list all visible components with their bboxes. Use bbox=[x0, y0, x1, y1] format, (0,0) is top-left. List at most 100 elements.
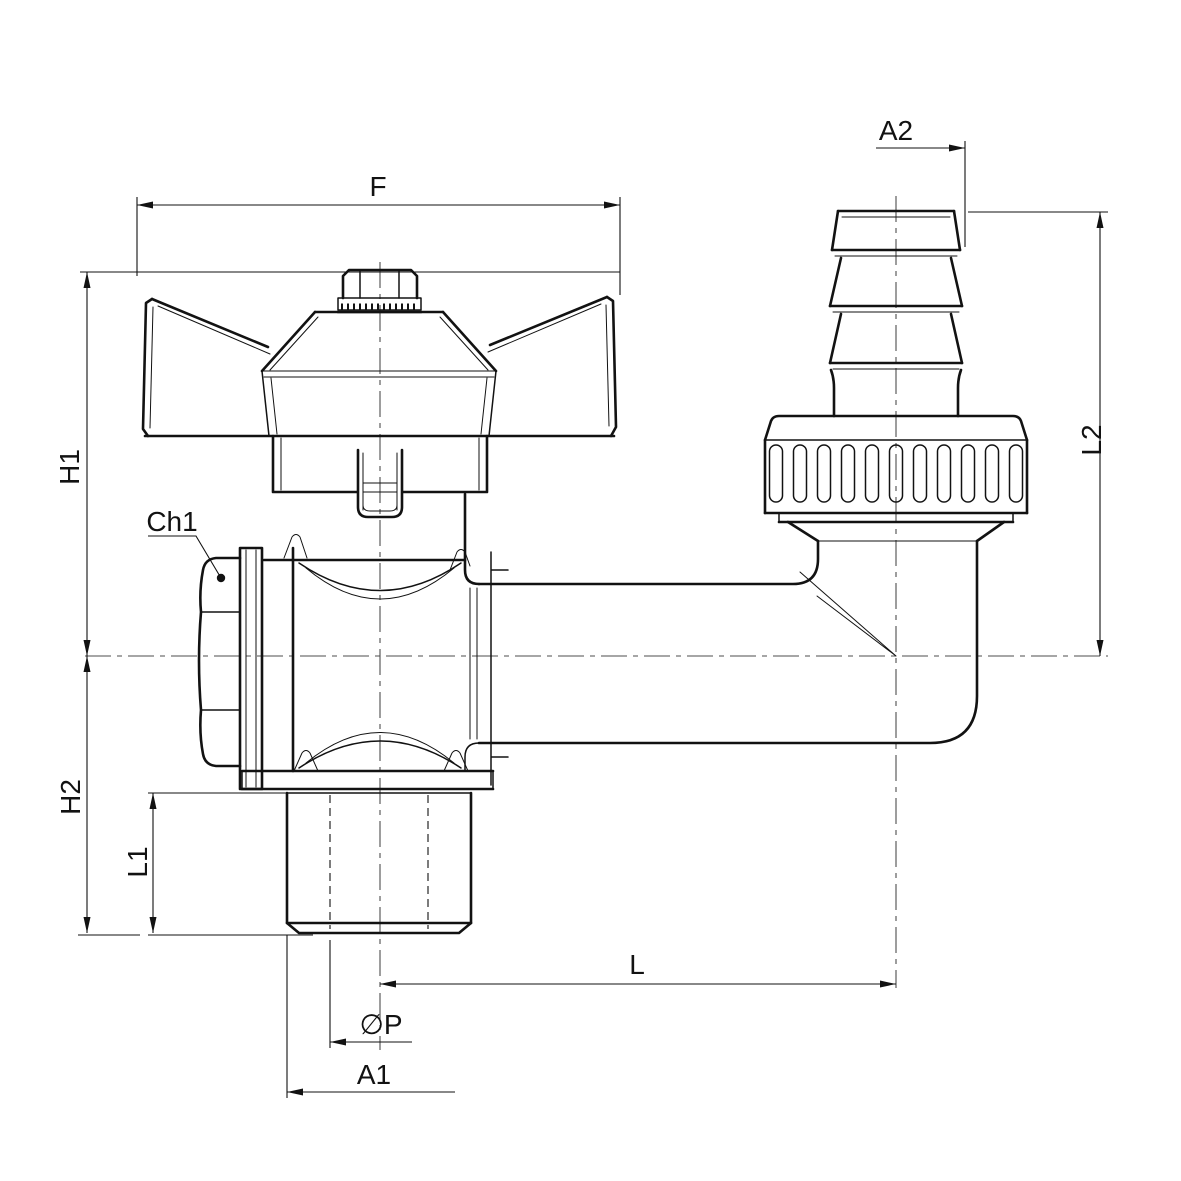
dim-ch1-leader-dot bbox=[216, 573, 226, 583]
dim-label-l1: L1 bbox=[122, 846, 153, 877]
knurl-slot bbox=[768, 444, 784, 503]
dim-a2: A2 bbox=[876, 115, 966, 247]
handle-boss-band-lines bbox=[261, 370, 497, 378]
body-corner-lug-top-left bbox=[283, 534, 308, 559]
stem-pocket bbox=[356, 448, 404, 519]
nut-body-sides bbox=[763, 438, 1029, 515]
dim-l2-arrow-bottom bbox=[1096, 640, 1104, 656]
body-lower-arc-inner bbox=[305, 732, 455, 764]
dim-l-arrow-right bbox=[880, 980, 896, 988]
dim-label-a2: A2 bbox=[879, 115, 913, 146]
hex-cap-facet-lines bbox=[200, 611, 241, 711]
stem-nut-facet-lines bbox=[359, 270, 400, 299]
tailpiece-taper bbox=[786, 520, 1006, 543]
dim-label-h1: H1 bbox=[54, 449, 85, 485]
elbow-bore-cone-lines bbox=[799, 571, 897, 657]
dim-h1: H1 bbox=[54, 271, 620, 656]
knurl-slot bbox=[792, 444, 808, 503]
handle-skirt-inner-lines bbox=[280, 437, 480, 491]
nut-knurl-slots bbox=[768, 444, 1024, 503]
handle-boss-lower-sides bbox=[261, 370, 497, 437]
dim-ch1: Ch1 bbox=[146, 506, 226, 583]
knurl-slot bbox=[960, 444, 976, 503]
pipe-collar-lines bbox=[490, 551, 509, 786]
dim-l-arrow-left bbox=[380, 980, 396, 988]
hex-cap-ring-plate bbox=[238, 546, 264, 791]
hose-barb bbox=[828, 209, 964, 418]
body-right-edge bbox=[463, 492, 481, 586]
dim-l2: L2 bbox=[968, 211, 1108, 656]
dim-label-l2: L2 bbox=[1076, 424, 1107, 455]
stem-washer-outline bbox=[337, 297, 422, 311]
dim-f-arrow-left bbox=[137, 201, 153, 209]
butterfly-handle bbox=[141, 295, 618, 494]
barb-ring1-sides bbox=[830, 209, 962, 252]
nut-washer-sides bbox=[778, 512, 1014, 523]
barb-ring2-sides bbox=[828, 256, 964, 308]
left-wing-tip bbox=[141, 297, 154, 438]
dim-ch1-leader bbox=[148, 535, 222, 579]
dim-f-extension-lines bbox=[136, 197, 621, 295]
dim-h2-arrow-top bbox=[83, 656, 91, 672]
dim-a1-arrow bbox=[287, 1088, 303, 1096]
dim-f: F bbox=[136, 171, 621, 295]
dim-label-a1: A1 bbox=[357, 1059, 391, 1090]
right-wing-top-edge bbox=[488, 295, 609, 347]
dim-label-f: F bbox=[369, 171, 386, 202]
male-thread bbox=[285, 791, 473, 935]
dim-h2: H2 bbox=[55, 656, 140, 936]
knurl-slot bbox=[984, 444, 1000, 503]
swivel-nut bbox=[763, 414, 1029, 543]
knurl-slot bbox=[912, 444, 928, 503]
body-corner-lug-top-right bbox=[449, 549, 471, 571]
dim-a2-arrow bbox=[949, 144, 965, 152]
dim-label-l: L bbox=[629, 949, 645, 980]
pipe-end-weld-lines bbox=[469, 587, 478, 740]
pipe-bottom-line bbox=[477, 539, 979, 745]
knurl-slot bbox=[864, 444, 880, 503]
left-wing-top-edge bbox=[150, 297, 270, 349]
handle-boss-right-flare bbox=[441, 310, 498, 373]
left-wing-top-inner-line bbox=[157, 305, 271, 355]
body-upper-arc-outer bbox=[298, 562, 462, 592]
body-bottom-flange bbox=[240, 769, 495, 791]
handle-skirt bbox=[271, 434, 489, 494]
dim-p: ∅P bbox=[329, 940, 412, 1048]
knurl-slot bbox=[888, 444, 904, 503]
barb-neck-and-shank bbox=[829, 368, 963, 418]
dim-h1-arrow-top bbox=[83, 272, 91, 288]
handle-boss-left-flare bbox=[260, 310, 317, 373]
dimensions: F A2 H1 H2 L1 bbox=[54, 115, 1108, 1098]
dim-h1-arrow-bottom bbox=[83, 640, 91, 656]
dim-l1-extension-lines bbox=[148, 792, 313, 936]
body-bottom-flange-ends bbox=[241, 770, 494, 790]
dim-label-p: ∅P bbox=[359, 1009, 402, 1040]
body-corner-lug-bottom-right bbox=[443, 750, 469, 772]
dim-l1: L1 bbox=[122, 792, 313, 936]
nut-top-band bbox=[763, 414, 1029, 442]
dim-label-h2: H2 bbox=[55, 779, 86, 815]
centerlines bbox=[85, 196, 1108, 1050]
body-lower-arc-outer bbox=[298, 740, 462, 769]
knurl-slot bbox=[816, 444, 832, 503]
dim-f-arrow-right bbox=[604, 201, 620, 209]
right-wing-tip-inner-line bbox=[605, 304, 610, 427]
outlet-pipe-elbow bbox=[477, 539, 979, 786]
stem-pocket-outline bbox=[356, 448, 404, 519]
thread-bottom-chamfer bbox=[285, 921, 473, 935]
knurl-slot bbox=[840, 444, 856, 503]
barb-ring3-sides bbox=[828, 312, 964, 365]
knurl-slot bbox=[936, 444, 952, 503]
pipe-top-line bbox=[477, 539, 820, 586]
right-wing-tip bbox=[605, 295, 618, 438]
thread-outline bbox=[285, 791, 473, 925]
knurl-slot bbox=[1008, 444, 1024, 503]
left-wing-tip-inner-line bbox=[149, 306, 154, 429]
valve-body bbox=[240, 492, 495, 791]
dim-h2-arrow-bottom bbox=[83, 917, 91, 933]
handle-boss-lower-inner-lines bbox=[270, 377, 488, 435]
stem-nut-outline bbox=[341, 268, 419, 300]
dim-l1-arrow-bottom bbox=[149, 917, 157, 933]
